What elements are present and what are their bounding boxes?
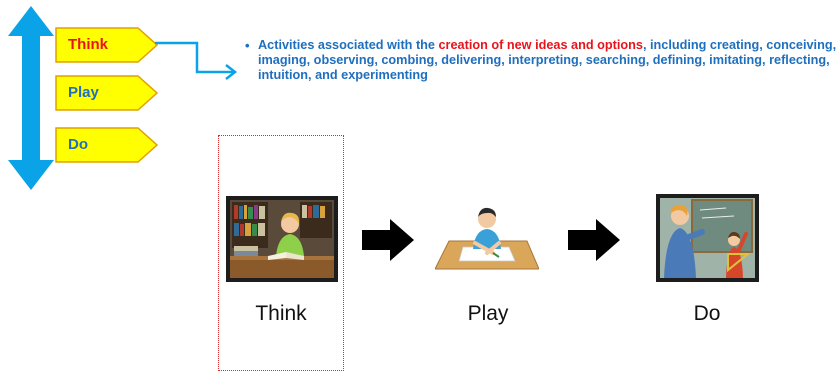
flow-arrow-2 bbox=[568, 219, 620, 261]
teacher-at-board-picture bbox=[656, 194, 759, 282]
student-reading-picture bbox=[226, 196, 338, 282]
flow-arrow-1 bbox=[362, 219, 414, 261]
description-prefix: Activities associated with the bbox=[258, 38, 439, 52]
stage-label-do: Do bbox=[68, 136, 88, 153]
connector-arrow bbox=[155, 41, 238, 80]
step-label-do: Do bbox=[693, 302, 721, 325]
description-suffix: , including creating, conceiving, imagin… bbox=[258, 38, 837, 82]
description-text: Activities associated with the creation … bbox=[258, 38, 839, 83]
bullet-marker: • bbox=[245, 38, 250, 53]
vertical-double-arrow bbox=[8, 6, 54, 190]
step-label-think: Think bbox=[255, 302, 307, 325]
child-drawing-picture bbox=[435, 207, 539, 270]
stage-label-think: Think bbox=[68, 36, 108, 53]
description-highlight: creation of new ideas and options bbox=[438, 38, 643, 52]
stage-label-play: Play bbox=[68, 84, 99, 101]
step-label-play: Play bbox=[467, 302, 509, 325]
think-highlight-box bbox=[218, 135, 344, 371]
